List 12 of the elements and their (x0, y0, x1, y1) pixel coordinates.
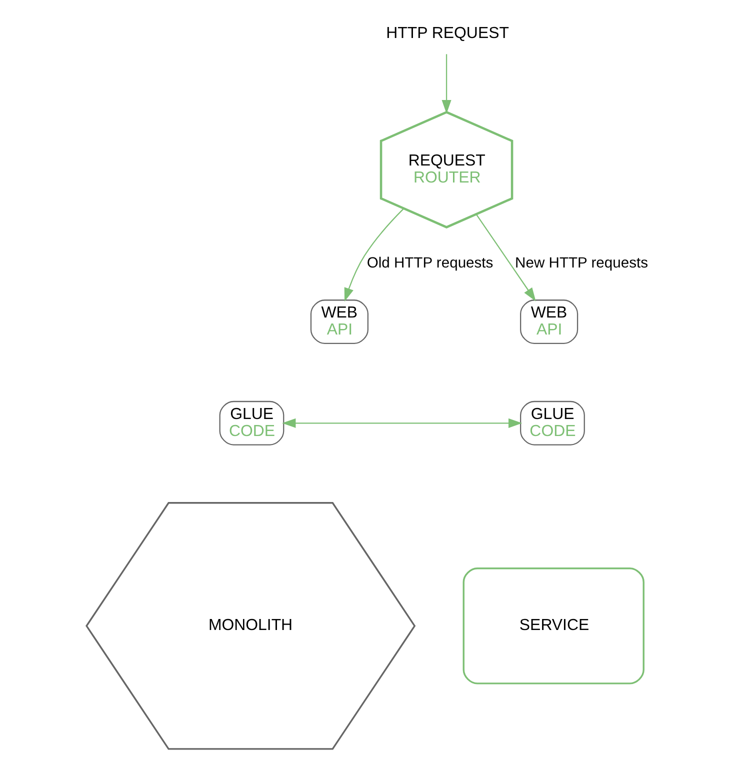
arrow (344, 208, 404, 302)
node-box: SERVICE (462, 568, 644, 684)
arrow (282, 418, 522, 428)
edge-label: Old HTTP requests (366, 256, 493, 272)
node-box: WEB API (310, 300, 368, 344)
node-text: HTTP REQUEST (386, 24, 508, 42)
node-box: GLUE CODE (520, 400, 584, 446)
node-box: GLUE CODE (218, 400, 284, 446)
node-box: WEB API (520, 300, 578, 344)
arrow (475, 214, 536, 302)
arrow (441, 54, 451, 114)
edge-label: New HTTP requests (514, 256, 648, 272)
